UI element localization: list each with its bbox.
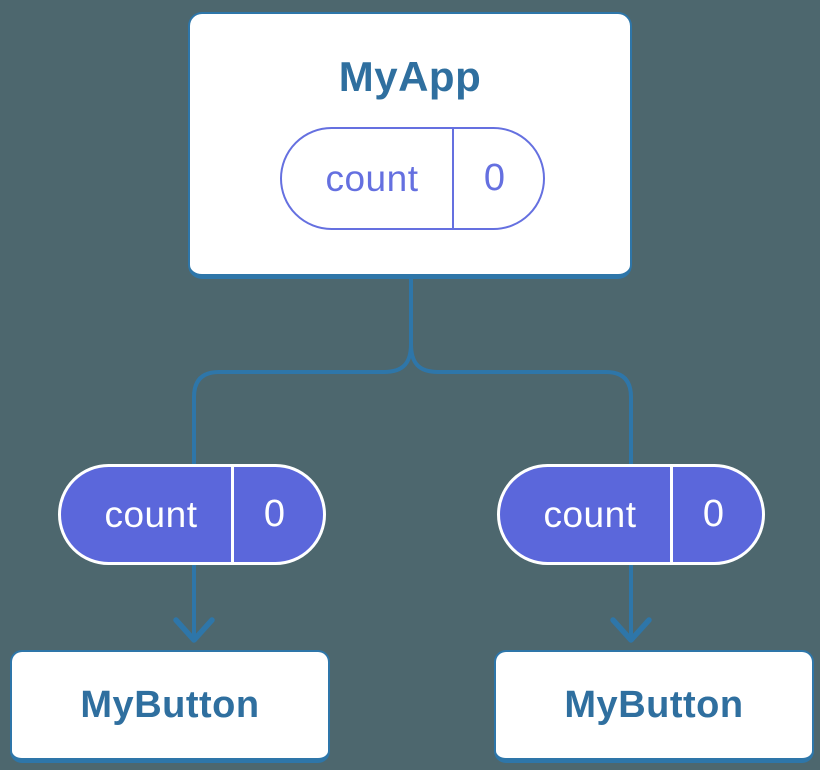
prop-pill-divider [231,467,234,562]
prop-pill-left: count 0 [58,464,326,565]
prop-pill-divider [670,467,673,562]
state-value: 0 [483,157,506,199]
prop-label: count [543,493,637,535]
arrowhead-right-icon [610,617,652,643]
node-mybutton-left-title: MyButton [80,683,260,726]
prop-value: 0 [702,493,725,535]
prop-pill-right: count 0 [497,464,765,565]
node-myapp-title: MyApp [338,53,482,100]
node-mybutton-right-title: MyButton [564,683,744,726]
arrowhead-left-icon [173,617,215,643]
node-mybutton-left: MyButton [10,650,330,763]
prop-value: 0 [263,493,286,535]
state-label: count [325,157,419,199]
node-mybutton-right: MyButton [494,650,814,763]
state-pill-divider [452,129,454,228]
state-pill-myapp: count 0 [280,127,545,230]
prop-label: count [104,493,198,535]
